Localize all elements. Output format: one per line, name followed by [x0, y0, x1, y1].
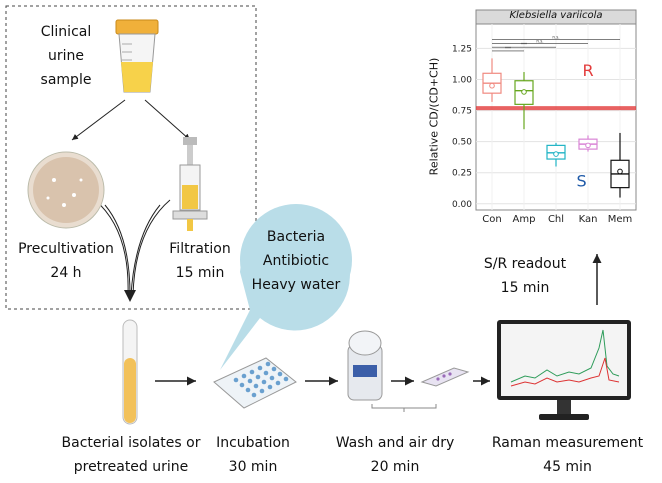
clinical-sample-label-2: urine: [47, 48, 84, 64]
clinical-sample-label-1: Clinical: [40, 24, 92, 40]
filtration-time: 15 min: [175, 265, 225, 281]
bubble-line-3: Heavy water: [251, 277, 341, 293]
raman-label: Raman measurement: [491, 435, 644, 451]
y-tick-label: 1.25: [452, 44, 472, 54]
syringe-filter-icon: [172, 137, 208, 231]
incubation-label: Incubation: [216, 435, 290, 451]
filtration-label: Filtration: [169, 241, 231, 257]
well-plate-icon: [213, 357, 297, 409]
y-tick-label: 0.00: [452, 200, 472, 210]
x-tick-label: Con: [482, 214, 501, 225]
y-axis-title: Relative CD/(CD+CH): [427, 57, 441, 176]
isolates-label-1: Bacterial isolates or: [61, 435, 201, 451]
reagent-bubble: [220, 204, 352, 370]
annotation-s: S: [577, 171, 587, 190]
precultivation-time: 24 h: [50, 265, 82, 281]
significance-label: ***: [505, 46, 511, 51]
incubation-time: 30 min: [228, 459, 278, 475]
y-tick-label: 0.25: [452, 169, 472, 179]
clinical-sample-label-3: sample: [40, 72, 92, 88]
precultivation-label: Precultivation: [18, 241, 114, 257]
monitor-icon: [497, 320, 631, 420]
y-tick-label: 1.00: [452, 76, 472, 86]
box-mean: [521, 89, 527, 95]
raman-time: 45 min: [543, 459, 592, 475]
x-tick-label: Kan: [579, 214, 598, 225]
annotation-r: R: [582, 61, 593, 80]
slide-icon: [420, 367, 470, 387]
centrifuge-icon: [347, 330, 383, 401]
y-tick-label: 0.75: [452, 107, 472, 117]
bubble-line-1: Bacteria: [266, 229, 326, 245]
readout-time: 15 min: [500, 280, 550, 296]
isolates-label-2: pretreated urine: [73, 459, 189, 475]
wash-time: 20 min: [370, 459, 420, 475]
x-tick-label: Mem: [608, 214, 633, 225]
culture-tube-icon: [122, 319, 138, 425]
wash-label: Wash and air dry: [335, 435, 455, 451]
box-mean: [489, 82, 495, 89]
y-tick-label: 0.50: [452, 138, 472, 148]
significance-label: ***: [521, 42, 527, 47]
box-mean: [585, 142, 591, 149]
significance-label: n.s.: [536, 38, 543, 43]
petri-dish-icon: [27, 151, 105, 229]
chart-title: Klebsiella variicola: [509, 10, 603, 21]
box-mean: [553, 151, 559, 157]
bubble-line-2: Antibiotic: [262, 253, 330, 269]
wash-bracket: [371, 404, 437, 412]
x-tick-label: Amp: [513, 214, 536, 225]
urine-cup-icon: [115, 19, 159, 93]
significance-label: n.s.: [552, 35, 559, 40]
x-tick-label: Chl: [548, 214, 564, 225]
readout-label: S/R readout: [483, 256, 567, 272]
box-mean: [617, 168, 623, 175]
